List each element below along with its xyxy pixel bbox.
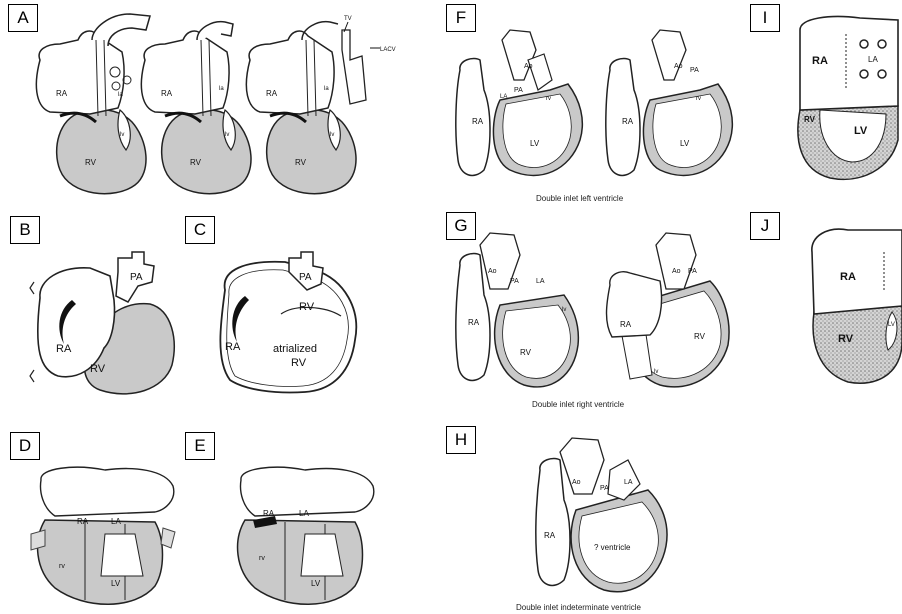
j-ra-label: RA (840, 271, 856, 283)
panel-e-diagram: RA LA rv LV (215, 460, 395, 610)
e-rv-label: rv (259, 555, 265, 562)
a3-lv-label: lv (330, 132, 334, 138)
panel-label-j: J (750, 212, 780, 240)
f1-rv-label: rv (546, 96, 551, 102)
panel-b-diagram: RA RV PA (0, 240, 200, 410)
panel-a-heart-3: RA RV la lv TV LACV (246, 16, 395, 194)
panel-d-diagram: RA LA rv LV (15, 460, 195, 610)
f2-rv-label: rv (696, 96, 701, 102)
j-rv-label: RV (838, 333, 854, 345)
panel-label-i: I (750, 4, 780, 32)
h-la-label: LA (624, 479, 633, 486)
f1-lv-label: LV (530, 139, 540, 148)
panel-i-diagram: RA LA RV LV (790, 10, 902, 190)
b-rv-label: RV (90, 363, 106, 375)
i-lv-label: LV (854, 125, 868, 137)
panel-a-heart-2: RA RV la lv (141, 22, 251, 194)
panel-f-heart-2: RA LV Ao PA rv (606, 30, 733, 175)
i-la-label: LA (868, 55, 878, 64)
c-rv-label: RV (299, 301, 315, 313)
a1-ra-label: RA (56, 89, 68, 98)
g2-pa-label: PA (688, 268, 697, 275)
a3-rv-label: RV (295, 158, 307, 167)
d-rv-label: rv (59, 563, 65, 570)
h-pa-label: PA (600, 485, 609, 492)
panel-g-heart-2: RA RV Ao PA lv (607, 233, 730, 387)
panel-f-diagram: RA LV Ao PA LA rv RA LV Ao PA rv (440, 20, 740, 190)
panel-f-heart-1: RA LV Ao PA LA rv (456, 30, 583, 175)
a2-ra-label: RA (161, 89, 173, 98)
panel-label-h: H (446, 426, 476, 454)
a2-la-label: la (219, 86, 224, 92)
g1-ra-label: RA (468, 318, 480, 327)
b-pa-label: PA (130, 272, 143, 283)
panel-a-heart-1: RA RV la lv (36, 14, 150, 194)
d-lv-label: LV (111, 579, 121, 588)
c-atrialized-rv-label: RV (291, 357, 307, 369)
panel-g-diagram: RA RV Ao PA LA lv RA RV Ao PA lv (440, 225, 740, 400)
panel-label-d: D (10, 432, 40, 460)
h-ventricle-label: ? ventricle (594, 543, 631, 552)
j-lv-label: LV (888, 322, 895, 328)
f1-pa-label: PA (514, 87, 523, 94)
panel-g-heart-1: RA RV Ao PA LA lv (456, 233, 579, 387)
g1-la-label: LA (536, 278, 545, 285)
g1-ao-label: Ao (488, 268, 497, 275)
g2-lv-label: lv (654, 369, 658, 375)
g2-rv-label: RV (694, 332, 706, 341)
g1-lv-label: lv (562, 307, 566, 313)
f1-ao-label: Ao (524, 63, 533, 70)
caption-g: Double inlet right ventricle (532, 400, 624, 409)
panel-a-diagram: RA RV la lv RA RV la lv RA RV la lv TV L… (0, 0, 440, 205)
f1-ra-label: RA (472, 117, 484, 126)
h-ra-label: RA (544, 531, 556, 540)
a3-la-label: la (324, 86, 329, 92)
d-ra-label: RA (77, 517, 89, 526)
f2-lv-label: LV (680, 139, 690, 148)
caption-h: Double inlet indeterminate ventricle (516, 603, 641, 612)
g2-ao-label: Ao (672, 268, 681, 275)
e-la-label: LA (299, 509, 309, 518)
a3-ra-label: RA (266, 89, 278, 98)
i-ra-label: RA (812, 55, 828, 67)
panel-label-e: E (185, 432, 215, 460)
i-rv-label: RV (804, 115, 816, 124)
d-la-label: LA (111, 517, 121, 526)
g1-pa-label: PA (510, 278, 519, 285)
a1-rv-label: RV (85, 158, 97, 167)
a2-lv-label: lv (225, 132, 229, 138)
c-pa-label: PA (299, 272, 312, 283)
c-atrialized-label: atrialized (273, 343, 317, 355)
e-lv-label: LV (311, 579, 321, 588)
panel-c-diagram: RA RV PA atrialized RV (185, 240, 375, 410)
f2-ra-label: RA (622, 117, 634, 126)
g1-rv-label: RV (520, 348, 532, 357)
f1-la-label: LA (500, 94, 507, 100)
h-ao-label: Ao (572, 479, 581, 486)
a1-la-label: la (118, 92, 123, 98)
e-ra-label: RA (263, 509, 275, 518)
f2-pa-label: PA (690, 67, 699, 74)
a2-rv-label: RV (190, 158, 202, 167)
a3-tv-label: TV (344, 16, 352, 22)
caption-f: Double inlet left ventricle (536, 194, 623, 203)
panel-h-diagram: RA Ao PA LA ? ventricle (520, 430, 700, 602)
panel-j-diagram: RA RV LV (808, 222, 902, 392)
b-ra-label: RA (56, 343, 72, 355)
f2-ao-label: Ao (674, 63, 683, 70)
a3-lacv-label: LACV (380, 47, 396, 53)
c-ra-label: RA (225, 341, 241, 353)
g2-ra-label: RA (620, 320, 632, 329)
a1-lv-label: lv (120, 132, 124, 138)
